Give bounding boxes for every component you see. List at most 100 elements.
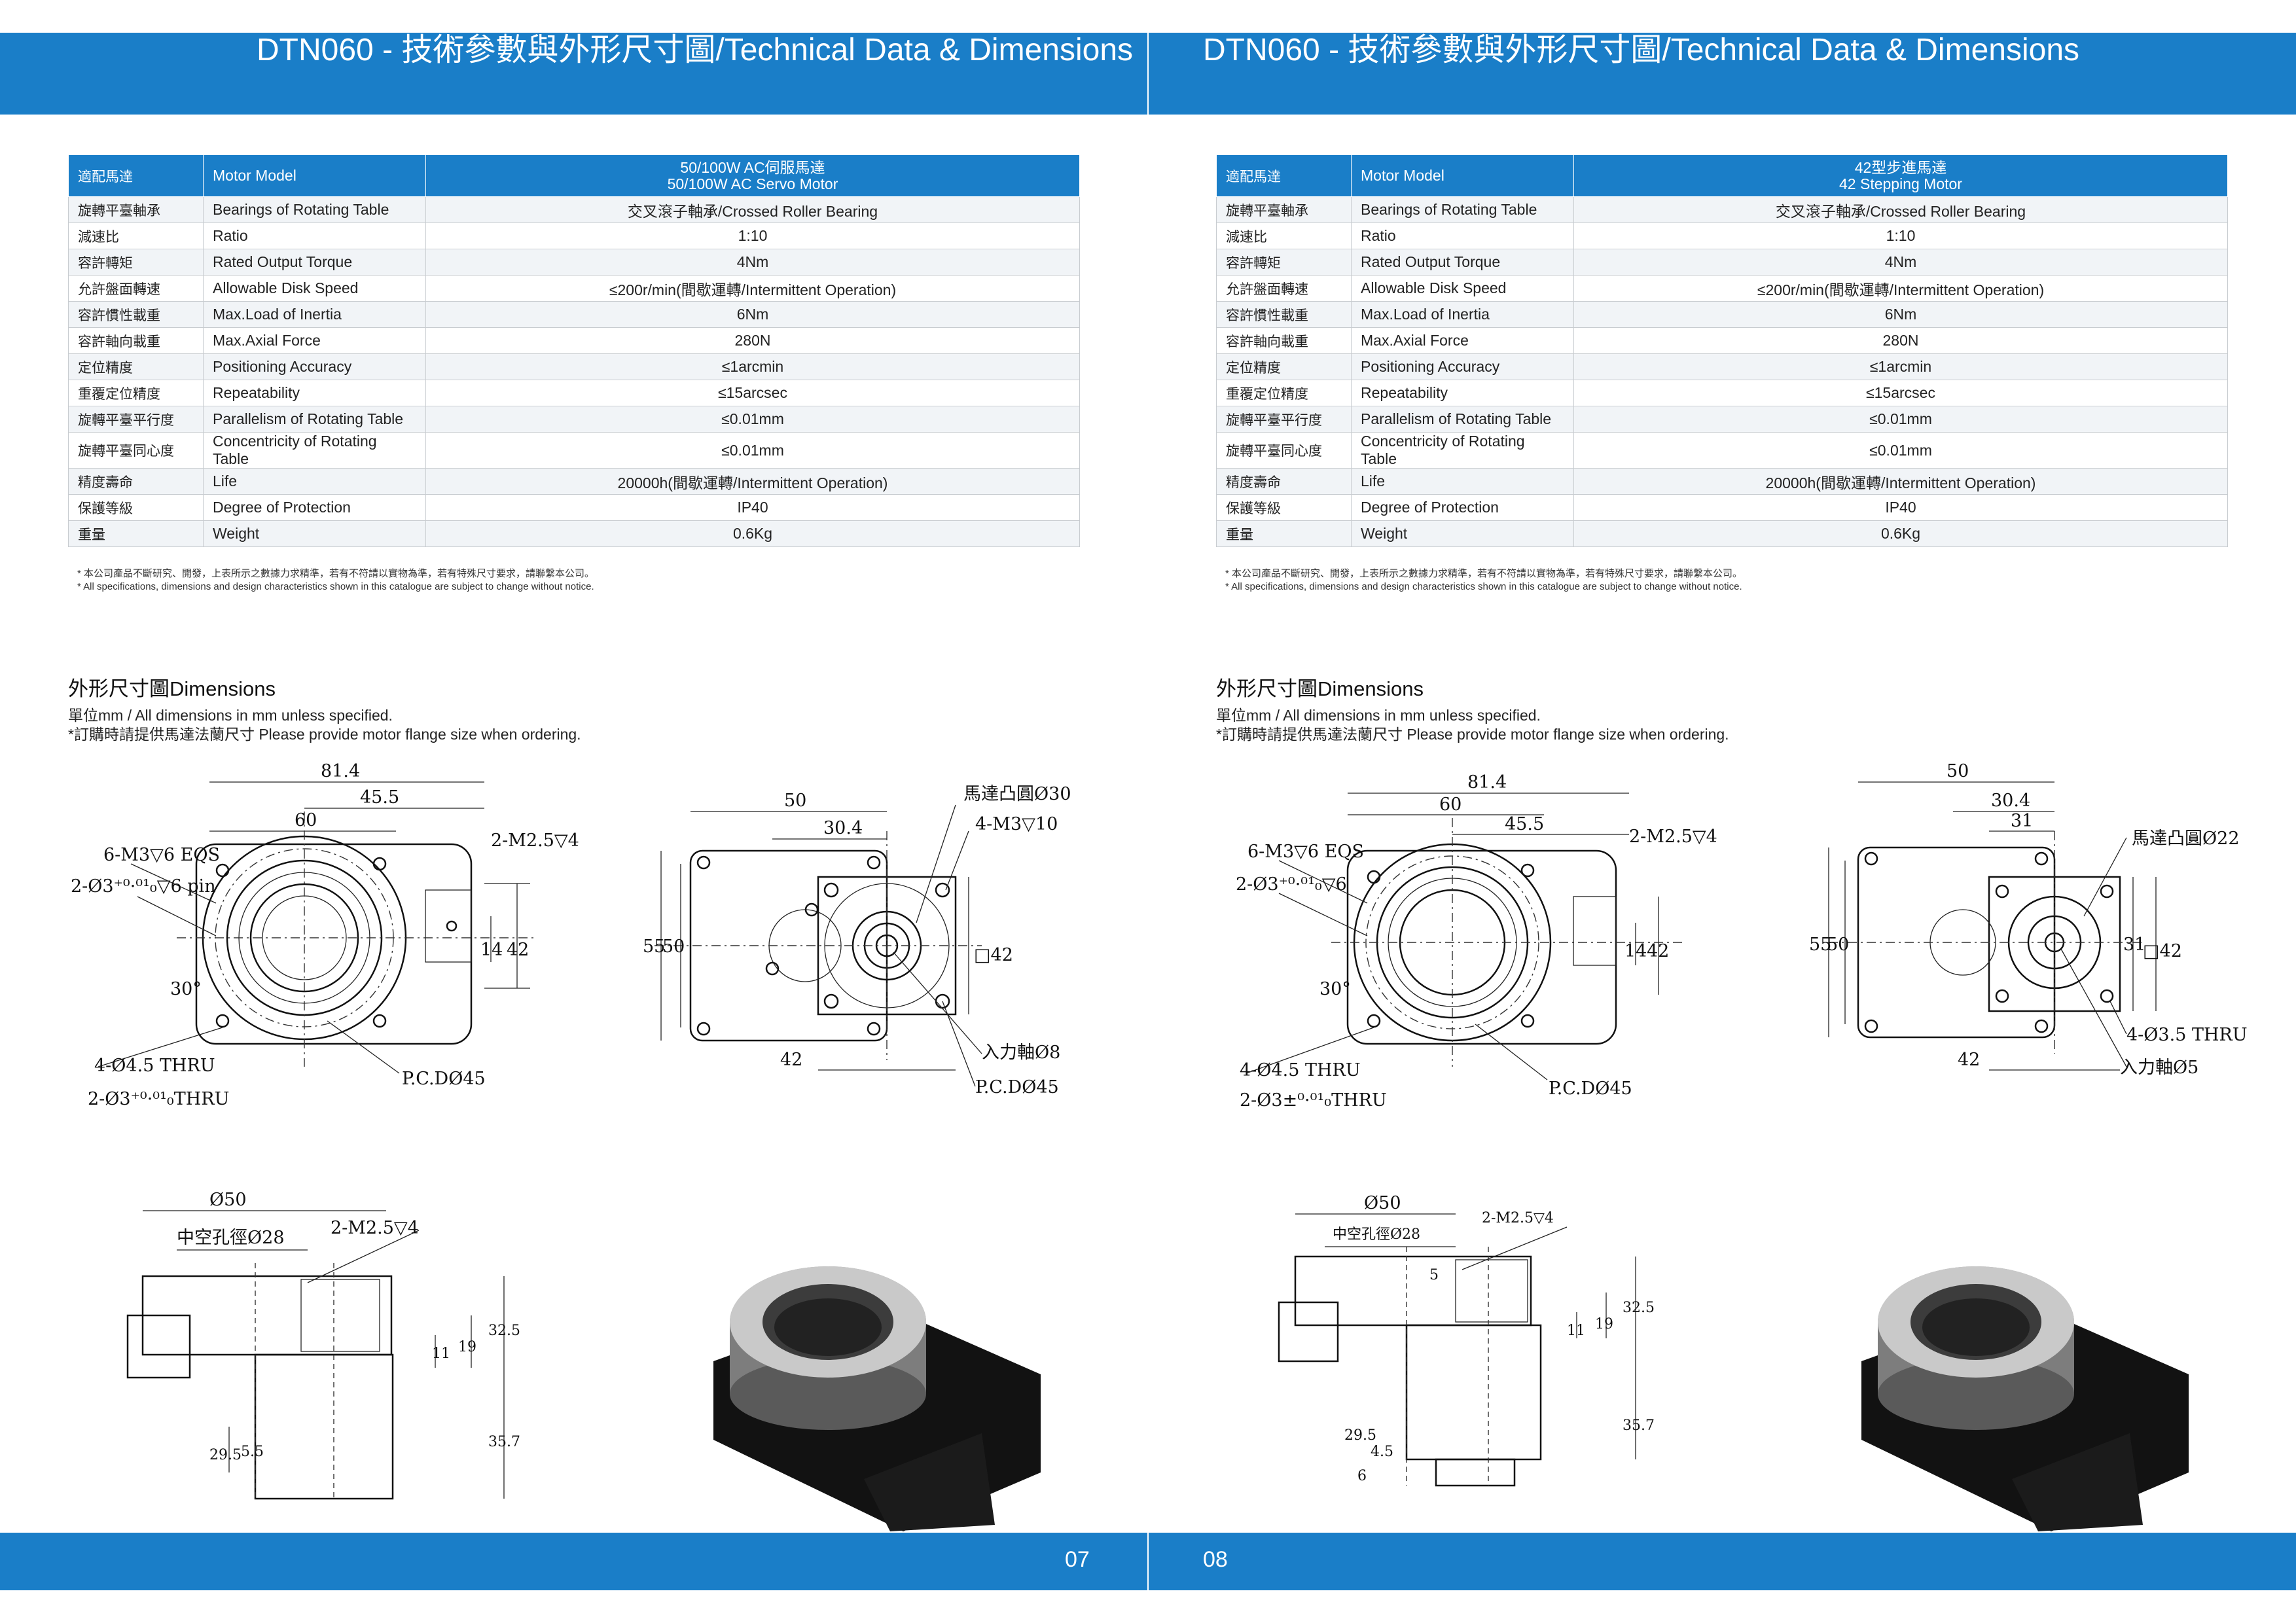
dim-side-295: 29.5 <box>1344 1427 1376 1444</box>
dim-mot-boss: 馬達凸圓Ø22 <box>2132 829 2240 849</box>
spec-label-zh: 旋轉平臺平行度 <box>68 406 204 433</box>
spec-label-zh: 重覆定位精度 <box>68 380 204 406</box>
dim-mot-w3: 42 <box>780 1050 802 1070</box>
dim-top-angle: 30° <box>170 979 202 999</box>
spec-label-en: Rated Output Torque <box>203 249 426 276</box>
page-footer-bar <box>0 1533 1148 1590</box>
spec-value: ≤0.01mm <box>425 406 1080 433</box>
dim-top-tap: 2-M2.5▽4 <box>1629 827 1717 847</box>
page-title: DTN060 - 技術參數與外形尺寸圖/Technical Data & Dim… <box>257 33 1134 67</box>
dim-mot-h3: □42 <box>2143 941 2182 961</box>
spec-label-en: Degree of Protection <box>203 494 426 521</box>
note-en: * All specifications, dimensions and des… <box>1225 581 1742 592</box>
spec-label-zh: 重覆定位精度 <box>1216 380 1352 406</box>
dim-top-width2: 45.5 <box>1505 814 1544 834</box>
dim-mot-w3: 42 <box>1958 1050 1980 1070</box>
dim-side-d: Ø50 <box>1364 1193 1401 1213</box>
spec-label-en: Concentricity of Rotating Table <box>203 432 426 469</box>
dim-top-h1: 14 <box>1624 941 1647 961</box>
spec-value: 20000h(間歇運轉/Intermittent Operation) <box>1573 468 2228 495</box>
spec-value: 0.6Kg <box>1573 520 2228 547</box>
dim-top-thru1: 4-Ø4.5 THRU <box>1240 1060 1361 1080</box>
dimensions-title: 外形尺寸圖Dimensions <box>68 677 276 700</box>
spec-label-en: Weight <box>1351 520 1574 547</box>
spec-label-en: Allowable Disk Speed <box>1351 275 1574 302</box>
spec-label-zh: 保護等級 <box>1216 494 1352 521</box>
spec-label-zh: 重量 <box>1216 520 1352 547</box>
dim-side-6: 6 <box>1357 1468 1367 1484</box>
spec-value: ≤0.01mm <box>425 432 1080 469</box>
spec-label-zh: 允許盤面轉速 <box>68 275 204 302</box>
page-header-bar <box>1148 33 2296 115</box>
spec-value: ≤0.01mm <box>1573 432 2228 469</box>
spec-value: 6Nm <box>1573 301 2228 328</box>
spec-label-en: Max.Axial Force <box>203 327 426 354</box>
dim-top-h2: 42 <box>1647 941 1669 961</box>
spec-label-en: Parallelism of Rotating Table <box>203 406 426 433</box>
spec-label-zh: 定位精度 <box>1216 353 1352 380</box>
dim-top-tap: 2-M2.5▽4 <box>491 830 579 851</box>
dim-side-325: 32.5 <box>1623 1300 1655 1316</box>
side-view-drawing: Ø50 中空孔徑Ø28 2-M2.5▽4 5 11 19 32.5 29.5 4… <box>1278 1193 1655 1487</box>
page-title: DTN060 - 技術參數與外形尺寸圖/Technical Data & Dim… <box>1203 33 2080 67</box>
spec-label-zh: 旋轉平臺軸承 <box>1216 196 1352 223</box>
footer-divider <box>1147 1533 1149 1590</box>
dim-mot-h1: 55 <box>1809 935 1831 955</box>
spec-label-en: Life <box>1351 468 1574 495</box>
dim-top-angle: 30° <box>1319 979 1351 999</box>
dim-side-11: 11 <box>432 1346 450 1362</box>
page-number: 08 <box>1203 1547 1228 1572</box>
unit-note: 單位mm / All dimensions in mm unless speci… <box>68 707 393 724</box>
spec-label-zh: 旋轉平臺軸承 <box>68 196 204 223</box>
dim-top-holes2: 2-Ø3⁺⁰·⁰¹₀▽6 pin <box>71 876 216 897</box>
product-photo <box>713 1266 1041 1531</box>
spec-label-zh: 精度壽命 <box>1216 468 1352 495</box>
dim-mot-shaft: 入力軸Ø5 <box>2120 1058 2198 1078</box>
dim-mot-w1: 50 <box>1946 761 1969 781</box>
spec-value: 交叉滾子軸承/Crossed Roller Bearing <box>1573 196 2228 223</box>
dim-side-357: 35.7 <box>488 1434 520 1450</box>
unit-note: 單位mm / All dimensions in mm unless speci… <box>1216 707 1541 724</box>
spread-divider <box>1147 33 1149 115</box>
spec-value: 280N <box>1573 327 2228 354</box>
dim-mot-h2: 50 <box>662 936 685 957</box>
spec-label-zh: 減速比 <box>68 223 204 249</box>
spec-value: ≤15arcsec <box>425 380 1080 406</box>
dim-side-295: 29.5 <box>209 1447 242 1463</box>
spec-value: ≤200r/min(間歇運轉/Intermittent Operation) <box>425 275 1080 302</box>
spec-label-zh: 旋轉平臺同心度 <box>68 432 204 469</box>
motor-flange-drawing: 50 30.4 31 馬達凸圓Ø22 55 50 31 □42 42 4-Ø3.… <box>1809 761 2248 1078</box>
spec-label-en: Max.Load of Inertia <box>203 301 426 328</box>
dim-side-45: 4.5 <box>1371 1444 1393 1460</box>
dim-top-thru2: 2-Ø3±⁰·⁰¹₀THRU <box>1240 1090 1387 1111</box>
dim-mot-h1: 55 <box>643 936 665 957</box>
motor-label-zh: 適配馬達 <box>1216 154 1352 197</box>
motor-label-en: Motor Model <box>1351 154 1574 197</box>
spec-label-en: Repeatability <box>1351 380 1574 406</box>
note-zh: * 本公司產品不斷研究、開發，上表所示之數據力求精準，若有不符請以實物為準，若有… <box>77 568 595 579</box>
spec-label-en: Allowable Disk Speed <box>203 275 426 302</box>
spec-label-en: Weight <box>203 520 426 547</box>
spec-label-en: Repeatability <box>203 380 426 406</box>
dim-side-5: 5 <box>1429 1267 1439 1283</box>
top-view-drawing: 81.4 45.5 60 2-M2.5▽4 6-M3▽6 EQS 2-Ø3⁺⁰·… <box>71 761 579 1109</box>
spec-value: ≤15arcsec <box>1573 380 2228 406</box>
dim-top-holes1: 6-M3▽6 EQS <box>103 845 220 865</box>
spec-value: ≤0.01mm <box>1573 406 2228 433</box>
dim-side-19: 19 <box>458 1339 476 1355</box>
dim-mot-31: 31 <box>2011 811 2033 831</box>
spec-label-en: Concentricity of Rotating Table <box>1351 432 1574 469</box>
